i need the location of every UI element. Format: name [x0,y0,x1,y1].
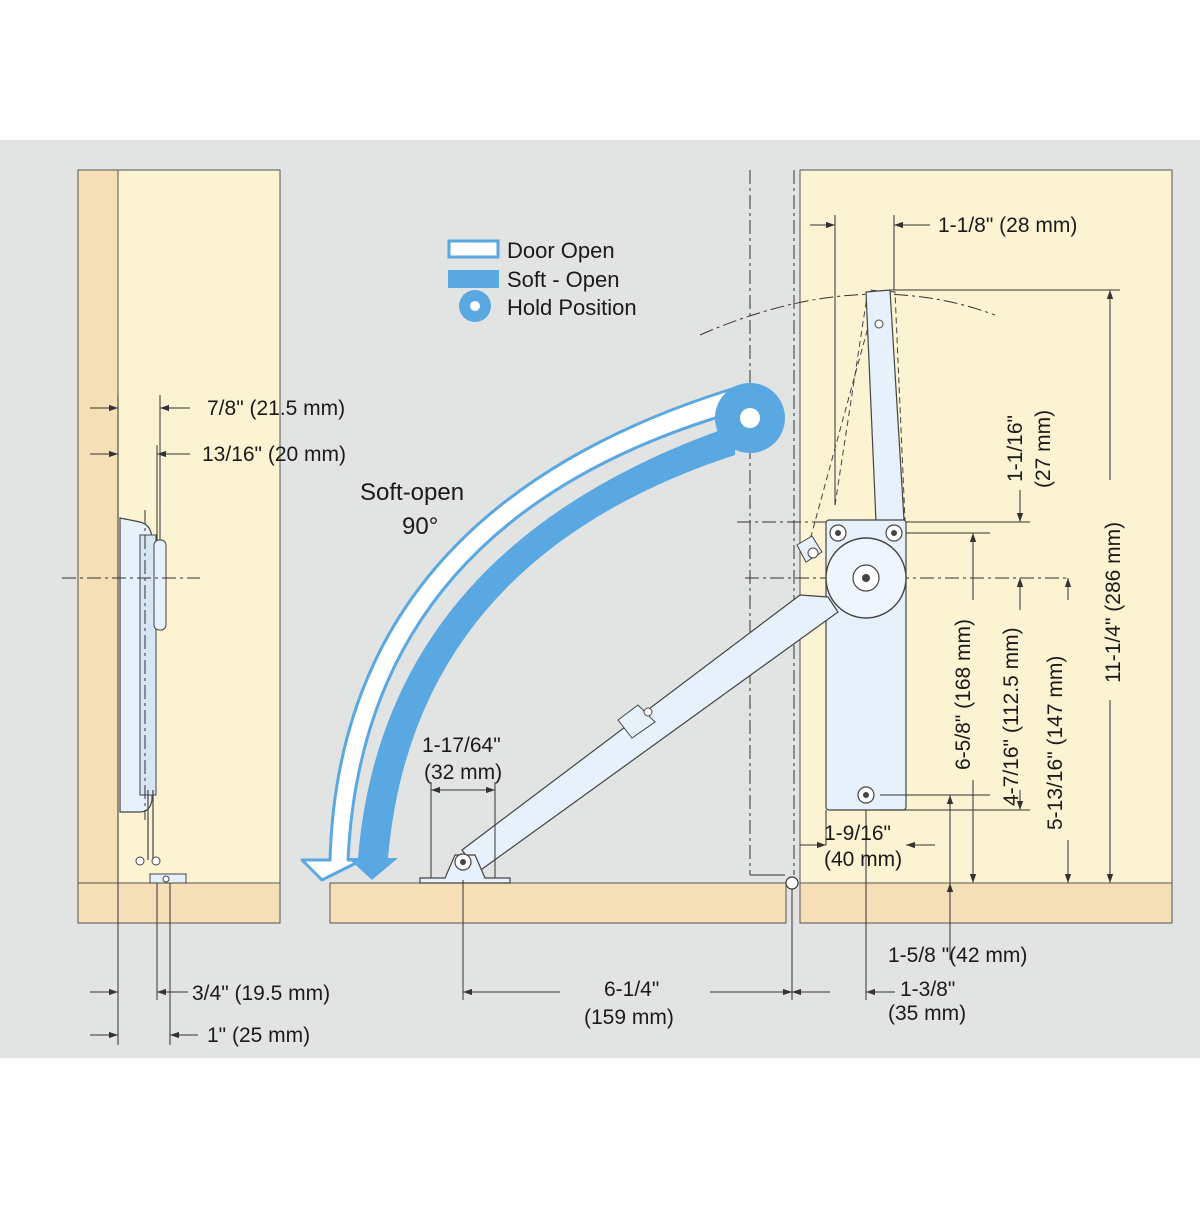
dim-1-9-16-in: 1-9/16" [824,822,891,845]
legend-door-open-swatch [447,239,500,259]
legend-soft-open-label: Soft - Open [507,267,620,292]
legend-soft-open-swatch [448,270,499,288]
dim-1-17-64-mm: (32 mm) [424,761,502,784]
dim-7-8: 7/8" (21.5 mm) [207,397,345,420]
dim-3-4: 3/4" (19.5 mm) [192,982,330,1005]
dim-4-7-16: 4-7/16" (112.5 mm) [1000,627,1023,806]
front-view-dimension-labels: 1-1/8" (28 mm) 1-17/64" (32 mm) 6-1/4" (… [422,214,1125,1029]
dim-6-1-4-mm: (159 mm) [584,1006,674,1029]
bottom-panel-center [329,882,787,924]
arc-label-line1: Soft-open [360,479,464,506]
door-swing-arc [699,293,996,336]
dim-5-13-16: 5-13/16" (147 mm) [1044,656,1067,830]
dim-13-16: 13/16" (20 mm) [202,443,346,466]
dim-1-3-8-in: 1-3/8" [900,978,955,1001]
dim-1-5-8: 1-5/8 "(42 mm) [888,944,1027,967]
soft-open-arrow [348,425,735,880]
dim-1-3-8-mm: (35 mm) [888,1002,966,1025]
dim-1-1-8: 1-1/8" (28 mm) [938,214,1077,237]
dim-1-17-64-in: 1-17/64" [422,734,501,757]
side-panel-left [77,169,119,884]
bottom-panel-left [77,882,281,924]
dim-1: 1" (25 mm) [207,1024,310,1047]
arc-label-line2: 90° [402,513,438,540]
dim-6-5-8: 6-5/8" (168 mm) [952,619,975,770]
bottom-panel-right [799,882,1173,924]
motion-arrows [300,383,785,882]
dim-1-1-16-mm: (27 mm) [1032,410,1055,488]
legend: Door Open Soft - Open Hold Position [447,238,637,322]
dim-6-1-4-in: 6-1/4" [604,978,659,1001]
front-view-dimensions [430,215,1120,1000]
legend-hold-position-label: Hold Position [507,295,637,320]
legend-door-open-label: Door Open [507,238,615,263]
dim-11-1-4: 11-1/4" (286 mm) [1102,522,1125,683]
dim-1-9-16-mm: (40 mm) [824,848,902,871]
door-hinge-pin [785,876,799,890]
stay-side-pivot [153,539,167,631]
side-view: 7/8" (21.5 mm) 13/16" (20 mm) 3/4" (19.5… [62,169,346,1047]
dim-1-1-16-in: 1-1/16" [1004,415,1027,482]
